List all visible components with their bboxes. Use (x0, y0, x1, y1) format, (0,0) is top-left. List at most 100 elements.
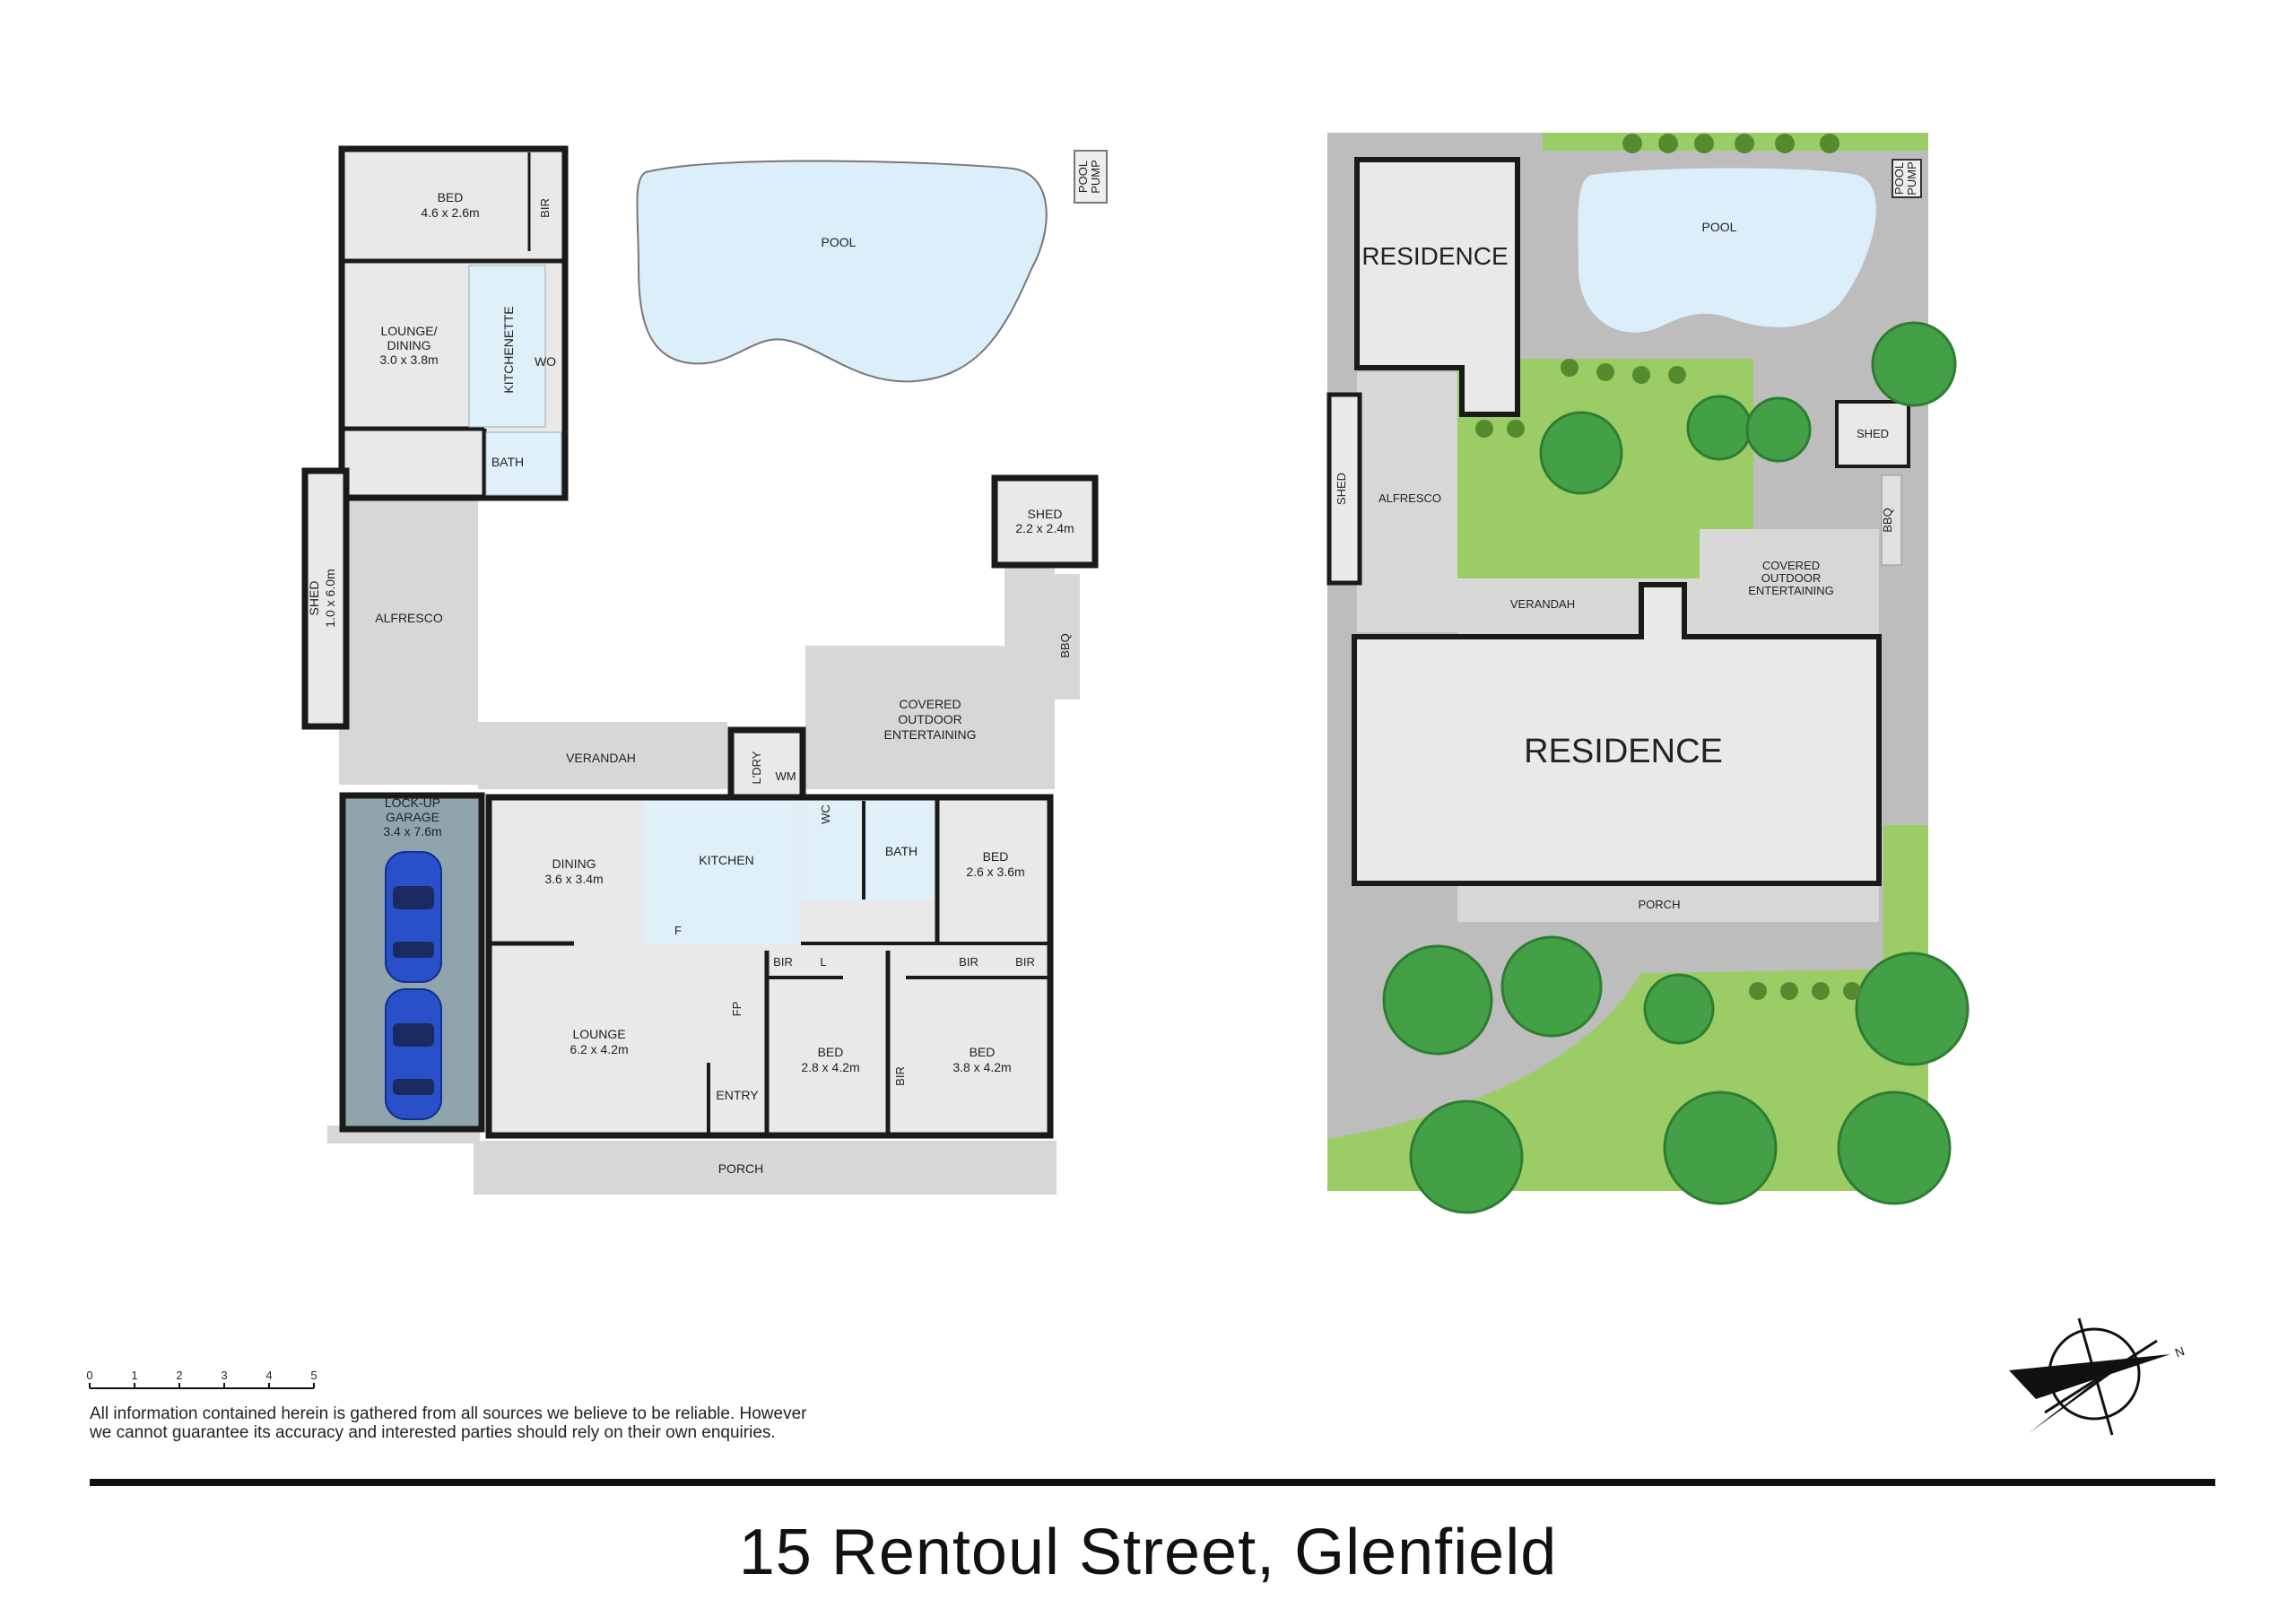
upper-lounge-label-1: LOUNGE/ (380, 324, 437, 338)
left-shed-size: 1.0 x 6.0m (323, 569, 337, 627)
wo-label: WO (535, 354, 556, 369)
scale-tick-label: 3 (221, 1369, 227, 1382)
bed-c-size: 3.8 x 4.2m (952, 1060, 1011, 1074)
covered-outdoor-area (805, 646, 1055, 789)
floor-plan: BED 4.6 x 2.6m BIR LOUNGE/ DINING 3.0 x … (301, 145, 1108, 1195)
compass-north-label: N (2173, 1343, 2187, 1360)
covered-label-3: ENTERTAINING (884, 727, 977, 742)
right-shed (991, 474, 1099, 569)
shrub-row-icon (1475, 134, 1861, 1000)
verandah-area (478, 722, 727, 789)
car-icon (385, 851, 442, 983)
pool-pump-label-2: PUMP (1089, 160, 1102, 194)
laundry (727, 726, 806, 805)
tree-icon (1500, 935, 1603, 1038)
site-pool-pump-label-1: POOL (1892, 162, 1906, 195)
wc-area (801, 801, 864, 900)
site-residence-small (1354, 157, 1520, 417)
site-bbq-label: BBQ (1881, 508, 1894, 532)
covered-outdoor-area-ext (1004, 565, 1055, 655)
site-left-shed (1326, 392, 1362, 586)
covered-label-1: COVERED (899, 697, 961, 711)
site-right-shed (1835, 400, 1910, 468)
covered-label-2: OUTDOOR (898, 712, 962, 726)
scale-tick-label: 1 (131, 1369, 137, 1382)
kitchenette-label: KITCHENETTE (501, 306, 516, 393)
bir-label: BIR (893, 1066, 907, 1086)
right-shed-size: 2.2 x 2.4m (1015, 521, 1074, 535)
pool-label: POOL (822, 235, 857, 249)
fireplace-label: FP (730, 1002, 744, 1017)
tree-icon (1382, 944, 1493, 1056)
site-plan: POOL POOL PUMP RESIDENCE ALFRESCO SHED S… (1326, 133, 1970, 1214)
upper-bath-label: BATH (491, 455, 524, 469)
linen-label: L (820, 955, 826, 969)
bed-a-label: BED (983, 849, 1009, 864)
pool-shape (636, 160, 1048, 383)
kitchen-label: KITCHEN (699, 853, 753, 867)
kitchen-area (642, 801, 799, 944)
lounge-size: 6.2 x 4.2m (570, 1042, 628, 1056)
site-residence-main (1352, 582, 1882, 886)
dining-size: 3.6 x 3.4m (544, 872, 603, 886)
kitchenette-counter (468, 265, 546, 428)
right-shed-label: SHED (1028, 507, 1063, 521)
pool-pump-label-1: POOL (1076, 161, 1090, 193)
site-alfresco-label: ALFRESCO (1378, 491, 1441, 505)
car-icon (385, 988, 442, 1120)
tree-icon (1745, 396, 1812, 463)
site-pool-pump-label-2: PUMP (1905, 161, 1918, 196)
bath-area (865, 801, 937, 900)
site-covered-label-1: COVERED (1762, 559, 1820, 572)
tree-icon (1686, 395, 1752, 461)
tree-icon (1539, 411, 1623, 495)
site-verandah-label: VERANDAH (1510, 597, 1575, 611)
wc-label: WC (819, 804, 832, 824)
tree-icon (1871, 321, 1957, 407)
alfresco-label: ALFRESCO (375, 611, 443, 625)
site-bbq (1881, 474, 1902, 566)
upper-lounge-size: 3.0 x 3.8m (379, 352, 438, 367)
bir-label: BIR (1015, 955, 1035, 969)
tree-icon (1663, 1091, 1778, 1205)
site-residence-small-label: RESIDENCE (1361, 242, 1508, 270)
scale-tick-label: 2 (176, 1369, 182, 1382)
disclaimer-text: All information contained herein is gath… (90, 1404, 807, 1442)
bbq-label: BBQ (1058, 633, 1072, 657)
bed-c-label: BED (970, 1045, 996, 1059)
footer-rule (90, 1479, 2215, 1486)
bed-a-size: 2.6 x 3.6m (966, 865, 1024, 879)
porch-area (474, 1141, 1057, 1195)
site-pool-label: POOL (1702, 220, 1737, 234)
site-alfresco (1357, 372, 1457, 632)
page-title: 15 Rentoul Street, Glenfield (738, 1517, 1558, 1588)
site-porch (1457, 886, 1879, 922)
tree-icon (1855, 952, 1970, 1066)
tree-icon (1409, 1100, 1524, 1214)
site-pool-pump-box (1892, 159, 1922, 198)
garage-label-1: LOCK-UP (385, 795, 440, 810)
site-pool-shape (1578, 168, 1876, 333)
site-right-shed-label: SHED (1857, 427, 1889, 440)
bir-label: BIR (773, 955, 793, 969)
entry-label: ENTRY (716, 1088, 759, 1102)
site-covered-label-3: ENTERTAINING (1748, 584, 1834, 597)
site-residence-main-label: RESIDENCE (1524, 733, 1723, 770)
upper-bed-label: BED (438, 190, 464, 204)
dining-label: DINING (552, 856, 596, 871)
left-shed (301, 467, 350, 730)
tree-icon (1837, 1091, 1952, 1205)
scale-tick-label: 5 (310, 1369, 317, 1382)
compass-icon: N (2009, 1317, 2187, 1436)
garage-size: 3.4 x 7.6m (383, 824, 441, 839)
scale-bar: 0 1 2 3 4 5 (86, 1369, 317, 1389)
scale-tick-label: 0 (86, 1369, 92, 1382)
site-porch-label: PORCH (1639, 898, 1681, 911)
bath-label: BATH (885, 844, 918, 858)
scale-tick-label: 4 (265, 1369, 272, 1382)
upper-bath (485, 431, 562, 496)
left-shed-label: SHED (307, 581, 321, 616)
wm-label: WM (775, 769, 796, 783)
site-covered-label-2: OUTDOOR (1761, 571, 1821, 585)
